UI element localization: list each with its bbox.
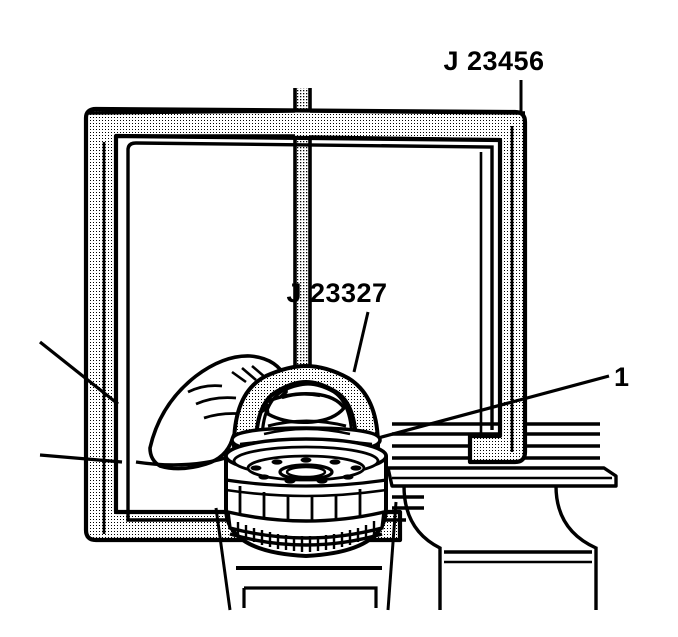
hand-leader-upper-line: [39, 340, 119, 406]
callout-dome-adapter-label: J 23327: [286, 278, 387, 308]
callout-dome-adapter: J 23327: [286, 278, 387, 373]
callout-press-frame: J 23456: [443, 46, 544, 113]
support-block: [214, 501, 398, 611]
callout-dome-adapter-leader: [352, 311, 370, 373]
callout-clutch-drum-leader: [377, 374, 610, 440]
callout-press-frame-label: J 23456: [443, 46, 544, 76]
callout-clutch-drum: 1: [377, 362, 629, 440]
unlabeled-leader-lines: [39, 340, 123, 464]
clutch-drum: [224, 437, 388, 558]
callout-clutch-drum-label: 1: [614, 362, 629, 392]
drum-bolt-holes: [250, 457, 362, 484]
hand-leader-lower-line: [39, 453, 123, 464]
